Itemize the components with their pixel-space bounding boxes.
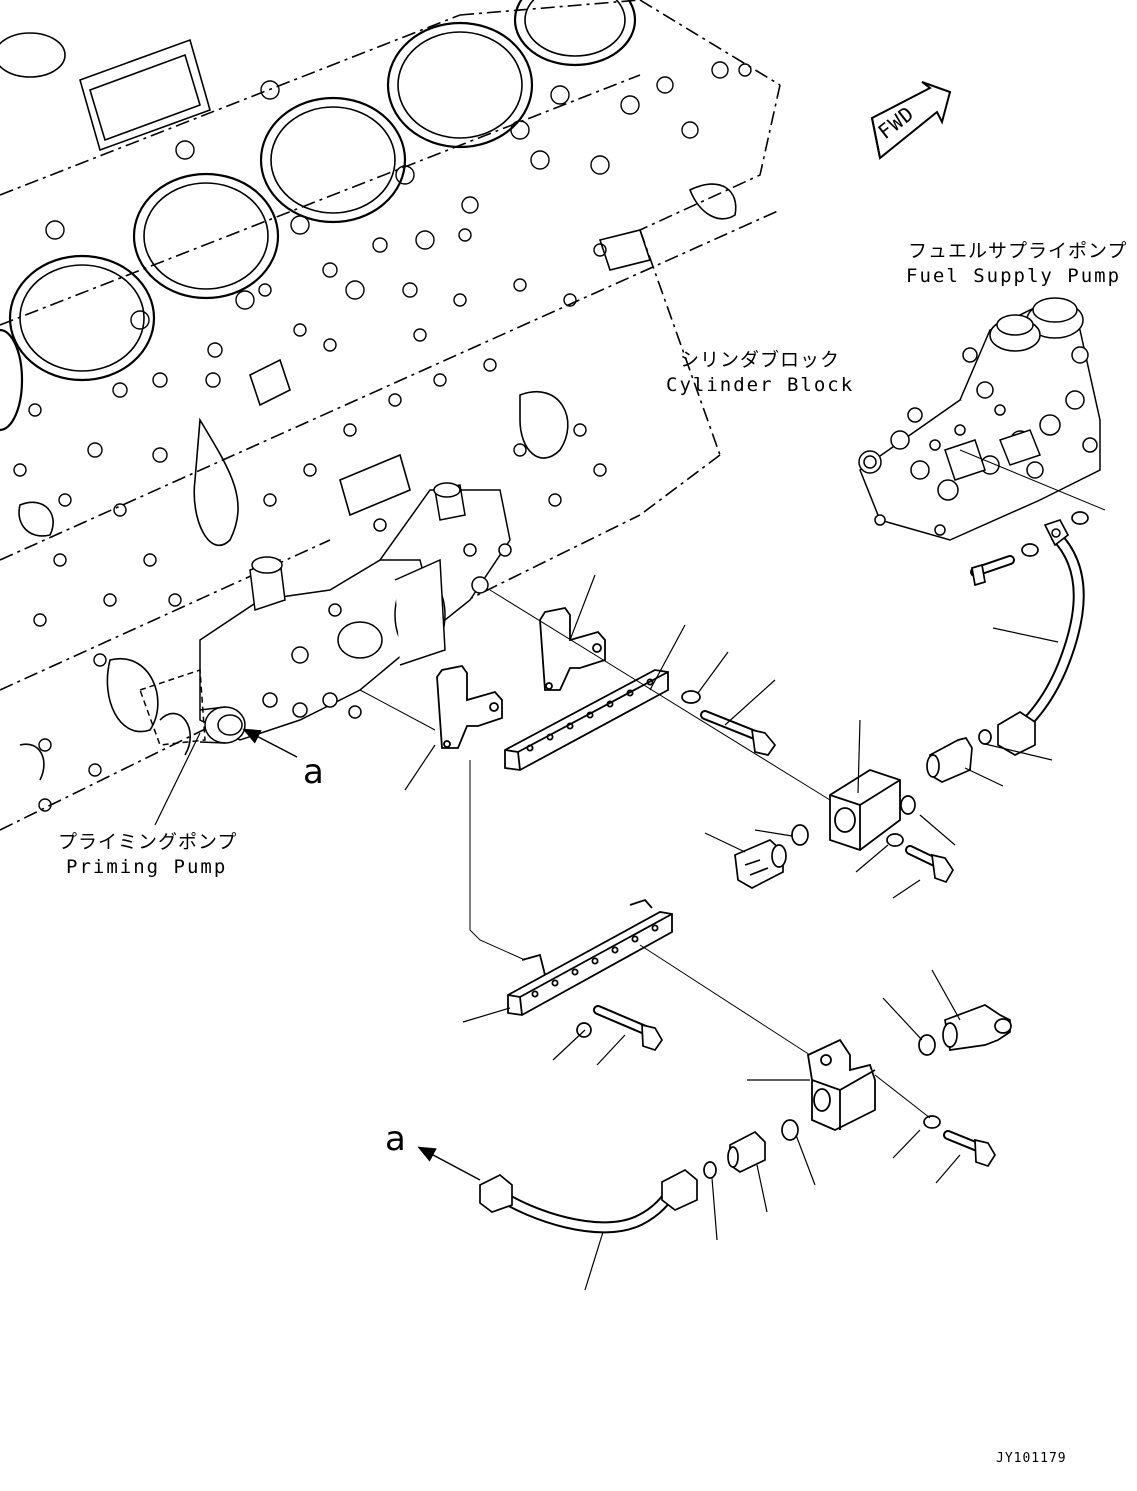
fuel-supply-pump-label-en: Fuel Supply Pump bbox=[906, 265, 1121, 287]
labels: フュエルサプライポンプ Fuel Supply Pump シリンダブロック Cy… bbox=[58, 240, 1127, 1466]
priming-pump-label-jp: プライミングポンプ bbox=[58, 831, 237, 853]
joint-blocks bbox=[807, 769, 901, 1131]
priming-pump-assembly bbox=[139, 482, 512, 746]
fuel-supply-pump bbox=[858, 297, 1101, 541]
drawing-code: JY101179 bbox=[996, 1451, 1067, 1466]
arrow-to-priming-pump bbox=[242, 728, 298, 758]
priming-pump-label-en: Priming Pump bbox=[66, 856, 227, 878]
callout-letter-upper: a bbox=[303, 752, 324, 792]
fuel-supply-pump-label-jp: フュエルサプライポンプ bbox=[908, 240, 1127, 262]
callout-letter-lower: a bbox=[385, 1119, 406, 1159]
cylinder-block-label-jp: シリンダブロック bbox=[680, 348, 840, 371]
brackets bbox=[436, 607, 673, 1016]
leader-lines bbox=[154, 574, 1059, 1291]
fuel-pipes bbox=[479, 518, 1085, 1234]
callout-arrows bbox=[242, 728, 481, 1181]
assembly-lines bbox=[359, 449, 1106, 1119]
cylinder-block-label-en: Cylinder Block bbox=[666, 374, 854, 396]
fwd-arrow-icon: FWD bbox=[870, 81, 952, 160]
fittings-and-fasteners bbox=[576, 511, 1089, 1179]
arrow-from-lower-pipe bbox=[417, 1146, 481, 1181]
